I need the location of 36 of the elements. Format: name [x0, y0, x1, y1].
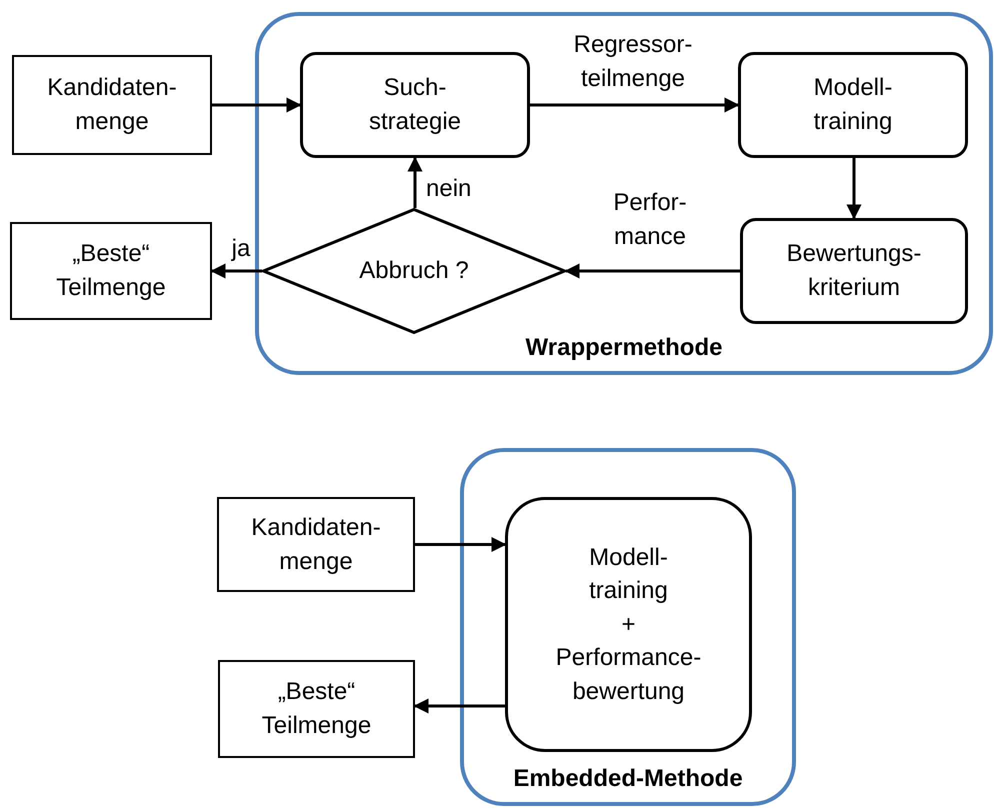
arrow	[530, 98, 740, 112]
process-box	[300, 52, 530, 158]
edge-label: Regressor- teilmenge	[572, 30, 694, 94]
node-label: Such- strategie	[368, 73, 462, 137]
frame-title: Wrappermethode	[526, 333, 722, 364]
method-frame	[255, 12, 993, 375]
arrow	[408, 156, 422, 208]
process-box	[505, 497, 752, 752]
data-box	[12, 55, 212, 155]
arrow	[846, 158, 862, 220]
node-label: Kandidaten- menge	[46, 73, 178, 137]
arrow	[212, 98, 302, 112]
node-label: Modell- training	[812, 73, 894, 137]
arrow	[564, 264, 740, 278]
edge-label: nein	[426, 174, 472, 204]
process-box	[738, 52, 968, 158]
frame-title: Embedded-Methode	[513, 764, 743, 794]
edge-label: ja	[230, 234, 252, 264]
edge-label: Perfor- mance	[612, 188, 688, 252]
node-label: Modell- training	[588, 542, 669, 606]
node-label: Bewertungs- kriterium	[786, 239, 922, 303]
data-box	[217, 497, 415, 592]
process-box	[740, 218, 968, 324]
node-label: +	[620, 610, 636, 640]
data-box	[10, 222, 212, 320]
node-label: Kandidaten- menge	[250, 512, 382, 576]
node-label: „Beste“ Teilmenge	[260, 677, 372, 741]
arrow	[210, 264, 262, 278]
data-box	[218, 660, 415, 758]
decision-diamond	[262, 208, 566, 334]
arrow	[414, 698, 505, 714]
method-frame	[460, 448, 796, 806]
node-label: „Beste“ Teilmenge	[55, 239, 167, 303]
node-label: Abbruch ?	[359, 256, 469, 286]
node-label: Performance- bewertung	[554, 643, 702, 707]
arrow	[415, 537, 506, 552]
